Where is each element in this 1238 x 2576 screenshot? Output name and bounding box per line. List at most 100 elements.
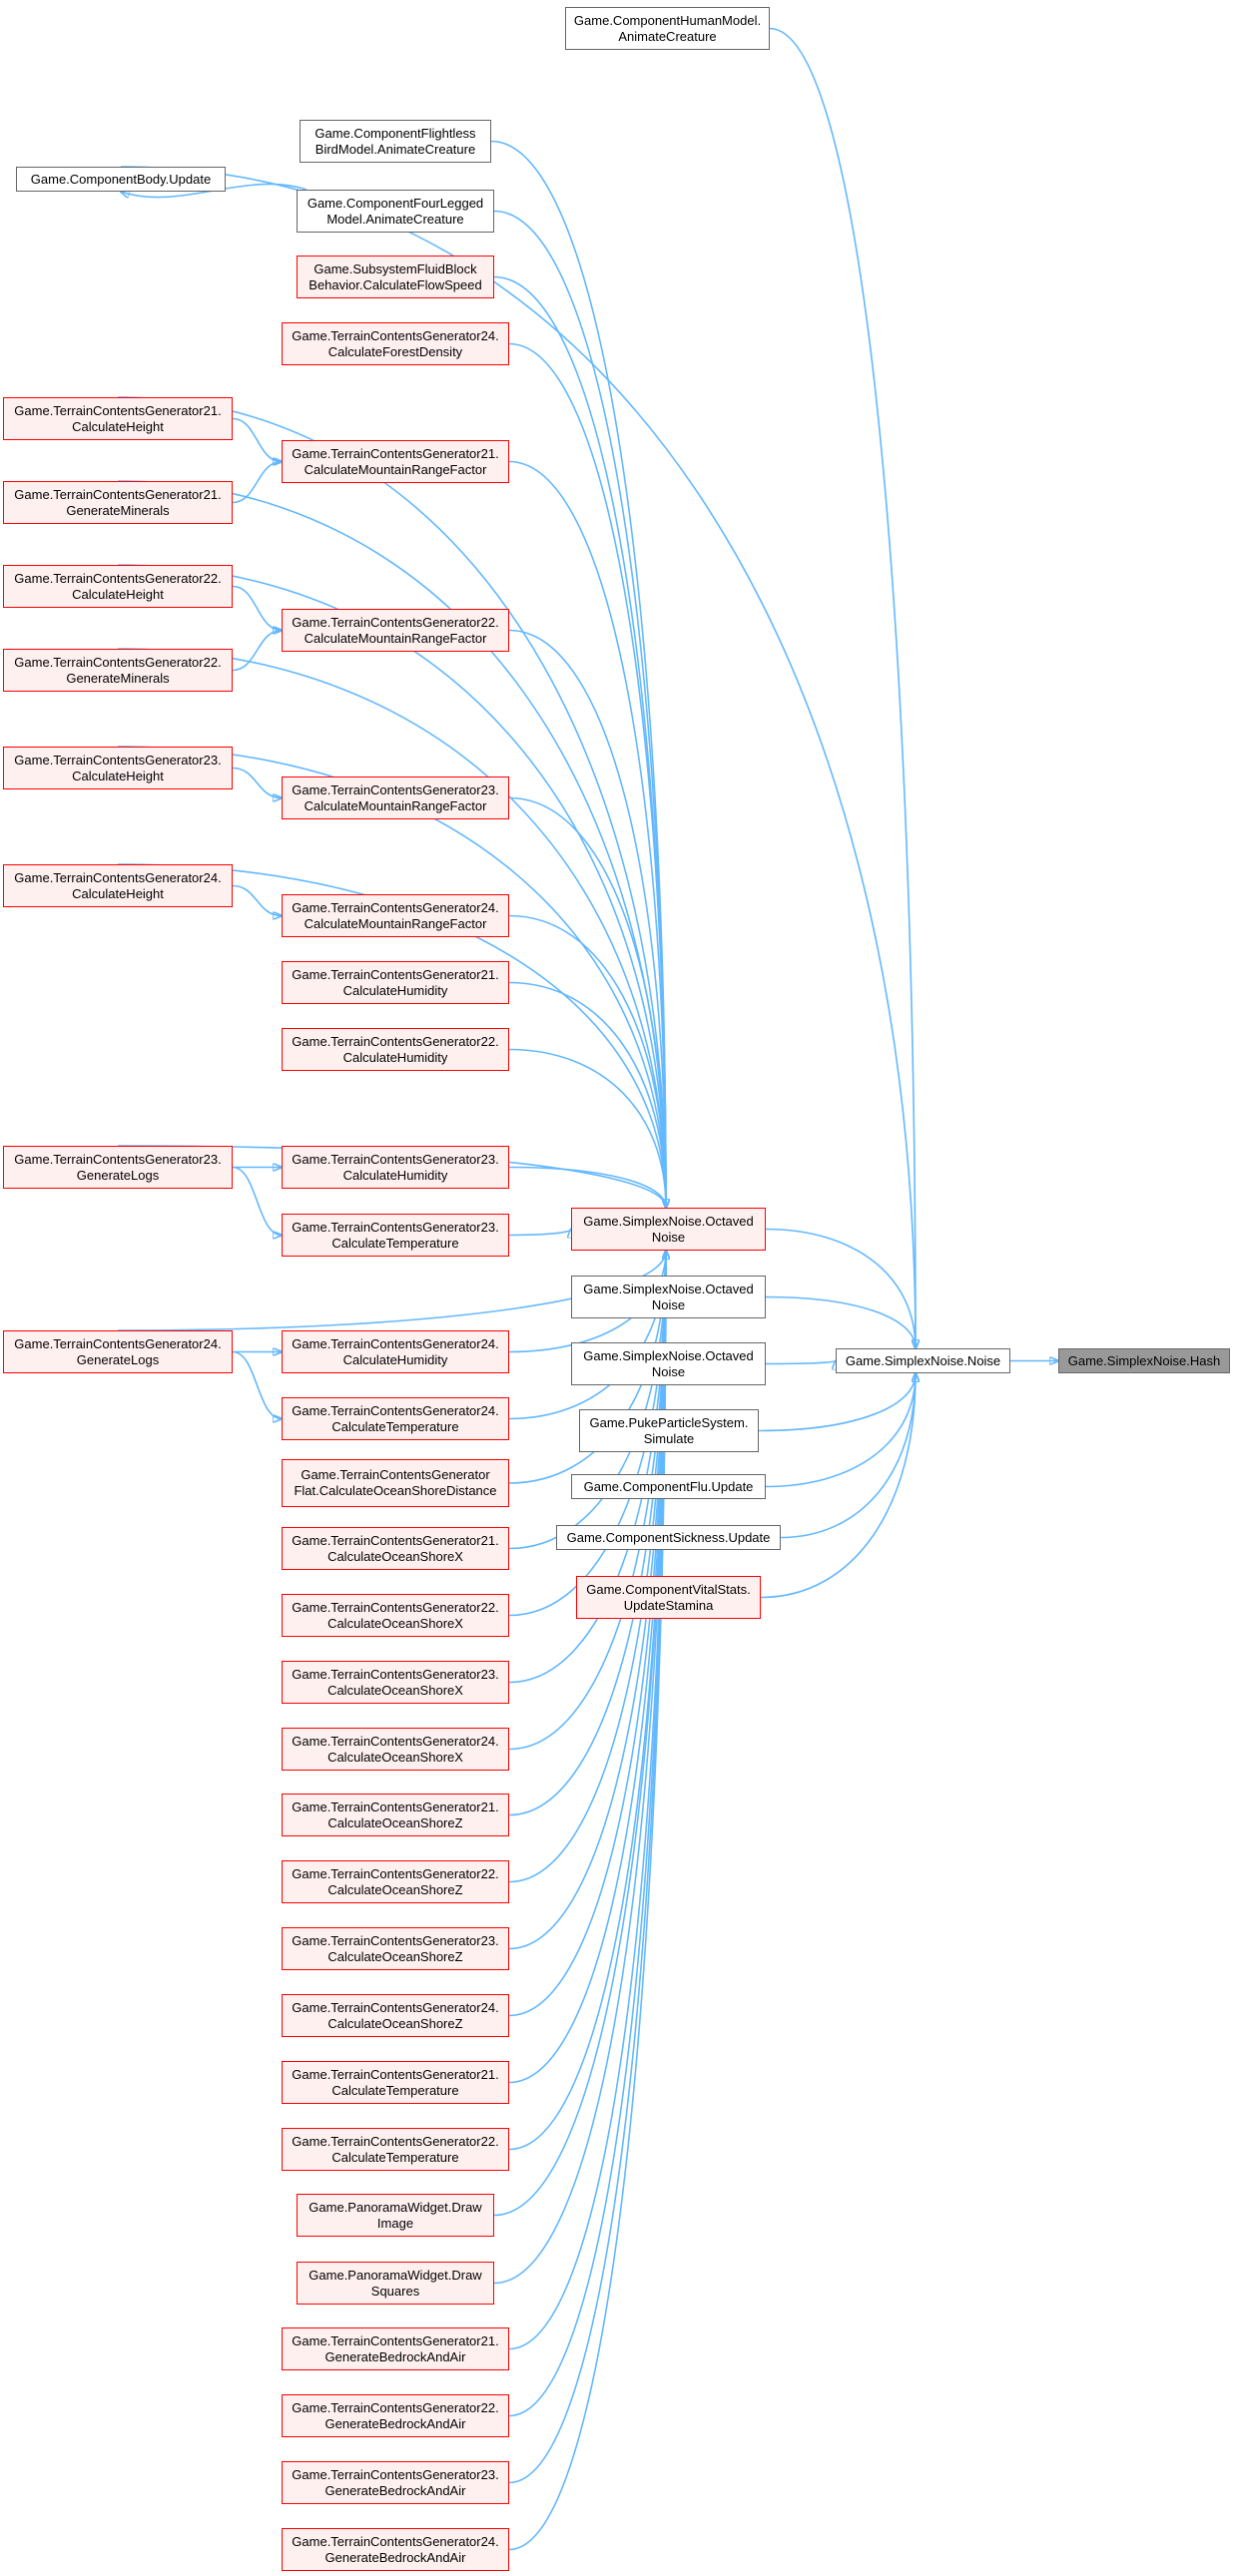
graph-node-label: Game.TerrainContentsGenerator24. bbox=[292, 1999, 499, 2015]
graph-node-label: CalculateOceanShoreX bbox=[327, 1682, 463, 1698]
call-edge-h21-to-octA bbox=[117, 396, 666, 1208]
graph-node-label: Game.TerrainContentsGenerator24. bbox=[292, 1335, 499, 1351]
graph-node-hum21[interactable]: Game.TerrainContentsGenerator21.Calculat… bbox=[282, 961, 509, 1004]
graph-node-bed23[interactable]: Game.TerrainContentsGenerator23.Generate… bbox=[282, 2461, 509, 2504]
graph-node-temp22[interactable]: Game.TerrainContentsGenerator22.Calculat… bbox=[282, 2128, 509, 2171]
graph-node-label: CalculateTemperature bbox=[331, 2082, 459, 2098]
graph-node-label: CalculateOceanShoreZ bbox=[327, 1881, 463, 1897]
graph-node-shz24[interactable]: Game.TerrainContentsGenerator24.Calculat… bbox=[282, 1994, 509, 2037]
graph-node-mrf24[interactable]: Game.TerrainContentsGenerator24.Calculat… bbox=[282, 894, 509, 937]
graph-node-mrf22[interactable]: Game.TerrainContentsGenerator22.Calculat… bbox=[282, 609, 509, 652]
call-edge-h23-to-mrf23 bbox=[232, 767, 282, 798]
graph-node-h23[interactable]: Game.TerrainContentsGenerator23.Calculat… bbox=[3, 747, 233, 789]
graph-node-mrf23[interactable]: Game.TerrainContentsGenerator23.Calculat… bbox=[282, 776, 509, 819]
graph-node-label: Model.AnimateCreature bbox=[326, 211, 464, 227]
graph-node-label: GenerateBedrockAndAir bbox=[324, 2549, 466, 2565]
graph-node-label: Simulate bbox=[643, 1430, 695, 1446]
graph-node-bed24[interactable]: Game.TerrainContentsGenerator24.Generate… bbox=[282, 2528, 509, 2571]
graph-node-label: Game.SimplexNoise.Octaved bbox=[583, 1347, 754, 1363]
call-edge-mrf23-to-octA bbox=[508, 796, 666, 1209]
graph-node-hum23[interactable]: Game.TerrainContentsGenerator23.Calculat… bbox=[282, 1146, 509, 1189]
graph-node-sick[interactable]: Game.ComponentSickness.Update bbox=[556, 1525, 781, 1550]
graph-node-temp21[interactable]: Game.TerrainContentsGenerator21.Calculat… bbox=[282, 2061, 509, 2104]
graph-node-shx24[interactable]: Game.TerrainContentsGenerator24.Calculat… bbox=[282, 1728, 509, 1771]
graph-node-label: CalculateForestDensity bbox=[327, 343, 463, 359]
graph-node-shz22[interactable]: Game.TerrainContentsGenerator22.Calculat… bbox=[282, 1860, 509, 1903]
call-edge-logs23-to-temp23 bbox=[232, 1166, 282, 1236]
graph-node-label: Game.TerrainContentsGenerator23. bbox=[292, 1151, 499, 1167]
graph-node-shz23[interactable]: Game.TerrainContentsGenerator23.Calculat… bbox=[282, 1927, 509, 1970]
call-edge-logs24-to-temp24 bbox=[232, 1350, 282, 1419]
graph-node-shz21[interactable]: Game.TerrainContentsGenerator21.Calculat… bbox=[282, 1794, 509, 1836]
graph-node-hum24[interactable]: Game.TerrainContentsGenerator24.Calculat… bbox=[282, 1330, 509, 1373]
graph-node-shx23[interactable]: Game.TerrainContentsGenerator23.Calculat… bbox=[282, 1661, 509, 1704]
graph-node-label: CalculateOceanShoreZ bbox=[327, 1948, 463, 1964]
graph-node-label: Game.TerrainContentsGenerator22. bbox=[292, 2133, 499, 2149]
call-edge-temp22-to-octA bbox=[508, 1251, 666, 2151]
graph-node-label: GenerateLogs bbox=[76, 1351, 160, 1367]
graph-node-vital[interactable]: Game.ComponentVitalStats.UpdateStamina bbox=[576, 1576, 761, 1619]
graph-node-puke[interactable]: Game.PukeParticleSystem.Simulate bbox=[579, 1409, 759, 1452]
graph-node-min21[interactable]: Game.TerrainContentsGenerator21.Generate… bbox=[3, 481, 233, 524]
graph-node-bed22[interactable]: Game.TerrainContentsGenerator22.Generate… bbox=[282, 2394, 509, 2437]
call-edge-body-to-noise bbox=[120, 166, 916, 1348]
graph-node-label: Game.TerrainContentsGenerator bbox=[301, 1467, 490, 1482]
graph-node-temp24[interactable]: Game.TerrainContentsGenerator24.Calculat… bbox=[282, 1397, 509, 1440]
call-edge-flu-to-noise bbox=[765, 1373, 916, 1488]
graph-node-label: GenerateMinerals bbox=[66, 502, 170, 518]
call-edge-min21-to-mrf21 bbox=[232, 462, 282, 504]
graph-node-logs24[interactable]: Game.TerrainContentsGenerator24.Generate… bbox=[3, 1330, 233, 1373]
graph-node-logs23[interactable]: Game.TerrainContentsGenerator23.Generate… bbox=[3, 1146, 233, 1189]
call-edge-temp23-to-octA bbox=[508, 1230, 571, 1236]
graph-node-bed21[interactable]: Game.TerrainContentsGenerator21.Generate… bbox=[282, 2327, 509, 2370]
call-edge-h21-to-mrf21 bbox=[232, 417, 282, 462]
graph-node-label: Game.PanoramaWidget.Draw bbox=[309, 2267, 482, 2283]
graph-node-label: UpdateStamina bbox=[623, 1597, 714, 1613]
graph-node-mrf21[interactable]: Game.TerrainContentsGenerator21.Calculat… bbox=[282, 440, 509, 483]
graph-node-label: Game.TerrainContentsGenerator24. bbox=[292, 899, 499, 915]
graph-node-label: Game.SimplexNoise.Hash bbox=[1067, 1352, 1221, 1368]
graph-node-h24[interactable]: Game.TerrainContentsGenerator24.Calculat… bbox=[3, 864, 233, 907]
graph-node-h22[interactable]: Game.TerrainContentsGenerator22.Calculat… bbox=[3, 565, 233, 608]
graph-node-label: Game.ComponentFourLegged bbox=[307, 195, 484, 211]
graph-node-label: CalculateMountainRangeFactor bbox=[304, 461, 487, 477]
graph-node-shx21[interactable]: Game.TerrainContentsGenerator21.Calculat… bbox=[282, 1527, 509, 1570]
graph-node-human[interactable]: Game.ComponentHumanModel.AnimateCreature bbox=[565, 7, 770, 50]
graph-node-min22[interactable]: Game.TerrainContentsGenerator22.Generate… bbox=[3, 649, 233, 692]
call-edge-h22-to-octA bbox=[117, 564, 666, 1208]
graph-node-label: CalculateOceanShoreX bbox=[327, 1615, 463, 1631]
graph-node-label: Squares bbox=[370, 2283, 420, 2299]
graph-node-label: Game.TerrainContentsGenerator24. bbox=[292, 1402, 499, 1418]
graph-node-label: CalculateHeight bbox=[72, 885, 164, 901]
graph-node-label: Game.TerrainContentsGenerator24. bbox=[14, 1335, 222, 1351]
graph-node-label: CalculateOceanShoreX bbox=[327, 1548, 463, 1564]
graph-node-shx22[interactable]: Game.TerrainContentsGenerator22.Calculat… bbox=[282, 1594, 509, 1637]
graph-node-label: CalculateHumidity bbox=[342, 982, 448, 998]
graph-node-noise[interactable]: Game.SimplexNoise.Noise bbox=[836, 1348, 1010, 1373]
call-edge-h22-to-mrf22 bbox=[232, 585, 282, 631]
graph-node-label: CalculateHeight bbox=[72, 418, 164, 434]
graph-node-label: GenerateBedrockAndAir bbox=[324, 2482, 466, 2498]
graph-node-hum22[interactable]: Game.TerrainContentsGenerator22.Calculat… bbox=[282, 1028, 509, 1071]
graph-node-h21[interactable]: Game.TerrainContentsGenerator21.Calculat… bbox=[3, 397, 233, 440]
graph-node-forest24[interactable]: Game.TerrainContentsGenerator24.Calculat… bbox=[282, 322, 509, 365]
graph-node-label: Game.TerrainContentsGenerator21. bbox=[14, 486, 222, 502]
graph-node-label: CalculateHeight bbox=[72, 768, 164, 783]
call-edge-shx21-to-octA bbox=[508, 1251, 666, 1550]
graph-node-label: CalculateHumidity bbox=[342, 1049, 448, 1065]
graph-node-flu[interactable]: Game.ComponentFlu.Update bbox=[571, 1474, 766, 1499]
graph-node-temp23[interactable]: Game.TerrainContentsGenerator23.Calculat… bbox=[282, 1214, 509, 1257]
graph-node-label: Game.TerrainContentsGenerator21. bbox=[14, 402, 222, 418]
graph-node-body[interactable]: Game.ComponentBody.Update bbox=[16, 167, 226, 192]
call-edge-h23-to-octA bbox=[117, 746, 666, 1208]
